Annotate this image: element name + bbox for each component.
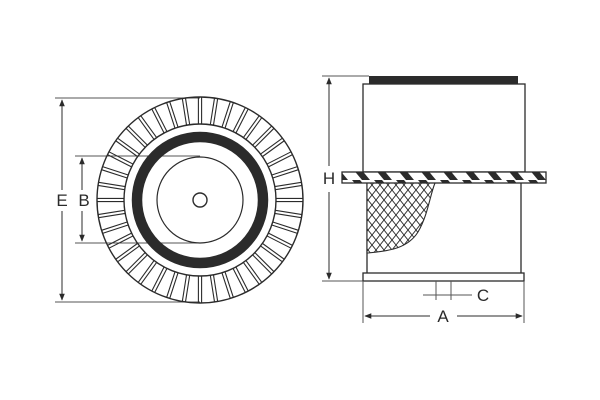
pleat-divider	[127, 125, 148, 146]
mesh-cutaway	[366, 182, 436, 254]
pleat-divider	[271, 166, 298, 176]
pleat-divider	[268, 154, 293, 168]
pleat-divider	[254, 127, 275, 148]
center-hole	[192, 192, 208, 208]
pleat-divider	[181, 274, 188, 302]
pleat-divider	[98, 212, 126, 219]
pleat-divider	[260, 245, 283, 263]
pleat-divider	[260, 137, 283, 155]
pleat-divider	[140, 262, 158, 285]
pleat-divider	[169, 101, 179, 128]
pleat-divider	[232, 268, 246, 293]
pleat-divider	[115, 242, 138, 260]
pleat-divider	[221, 101, 231, 128]
pleat-divider	[262, 140, 285, 158]
bottom-plate	[362, 272, 525, 282]
pleat-divider	[252, 254, 273, 275]
pleat-divider	[272, 169, 299, 179]
gasket-ring	[131, 131, 269, 269]
pleat-divider	[140, 115, 158, 138]
pleat-divider	[98, 181, 126, 188]
pleat-divider	[272, 221, 299, 231]
pleat-divider	[154, 107, 168, 132]
pleat-divider	[209, 275, 216, 303]
pleat-divider	[184, 275, 191, 303]
top-view: E B	[55, 96, 304, 304]
pleat-divider	[224, 102, 234, 129]
pleat-divider	[166, 102, 176, 129]
pleat-divider	[125, 127, 146, 148]
pleat-divider	[245, 117, 263, 140]
pleat-divider	[151, 108, 165, 134]
pleat-divider	[107, 154, 132, 168]
pleat-divider	[127, 254, 148, 275]
pleat-divider	[252, 125, 273, 146]
pleat-divider	[101, 169, 128, 179]
pleat-divider	[275, 209, 303, 216]
pleat-divider	[274, 212, 302, 219]
pleat-divider	[262, 242, 285, 260]
pleat-divider	[235, 108, 249, 134]
label-c: C	[477, 286, 489, 305]
pleat-divider	[115, 140, 138, 158]
upper-body	[362, 83, 526, 173]
pleat-divider	[245, 260, 263, 283]
pleat-divider	[268, 232, 293, 246]
pleat-divider	[242, 115, 260, 138]
pleat-divider	[154, 268, 168, 293]
pleat-divider	[254, 252, 275, 273]
pleat-divider	[209, 97, 216, 125]
pleat-divider	[235, 266, 249, 292]
pleat-divider	[169, 272, 179, 299]
outer-edge-circle	[96, 96, 304, 304]
label-a: A	[437, 307, 449, 326]
hatched-flange	[341, 171, 547, 184]
pleated-media-ring	[97, 97, 303, 303]
label-h: H	[323, 169, 335, 188]
pleat-divider	[212, 98, 219, 126]
pleat-divider	[108, 235, 134, 249]
pleat-divider	[125, 252, 146, 273]
pleat-divider	[266, 235, 292, 249]
pleat-divider	[117, 245, 140, 263]
pleat-divider	[117, 137, 140, 155]
label-e: E	[56, 191, 67, 210]
pleat-divider	[274, 181, 302, 188]
pleat-divider	[266, 151, 292, 165]
pleat-divider	[137, 117, 155, 140]
pleat-divider	[181, 98, 188, 126]
pleat-divider	[102, 166, 129, 176]
pleat-inner-circle	[123, 123, 277, 277]
label-b: B	[78, 191, 89, 210]
pleat-divider	[137, 260, 155, 283]
pleat-divider	[184, 97, 191, 125]
pleat-divider	[101, 221, 128, 231]
pleat-divider	[212, 274, 219, 302]
pleat-divider	[108, 151, 134, 165]
pleat-divider	[97, 184, 125, 191]
pleat-divider	[275, 184, 303, 191]
pleat-divider	[232, 107, 246, 132]
pleat-divider	[97, 209, 125, 216]
side-view: H C A	[322, 75, 547, 326]
pleat-divider	[221, 272, 231, 299]
pleat-divider	[242, 262, 260, 285]
pleat-divider	[271, 224, 298, 234]
pleat-divider	[107, 232, 132, 246]
pleat-divider	[102, 224, 129, 234]
pleat-divider	[224, 271, 234, 298]
pleat-divider	[166, 271, 176, 298]
pleat-divider	[151, 266, 165, 292]
top-cap	[369, 76, 518, 84]
